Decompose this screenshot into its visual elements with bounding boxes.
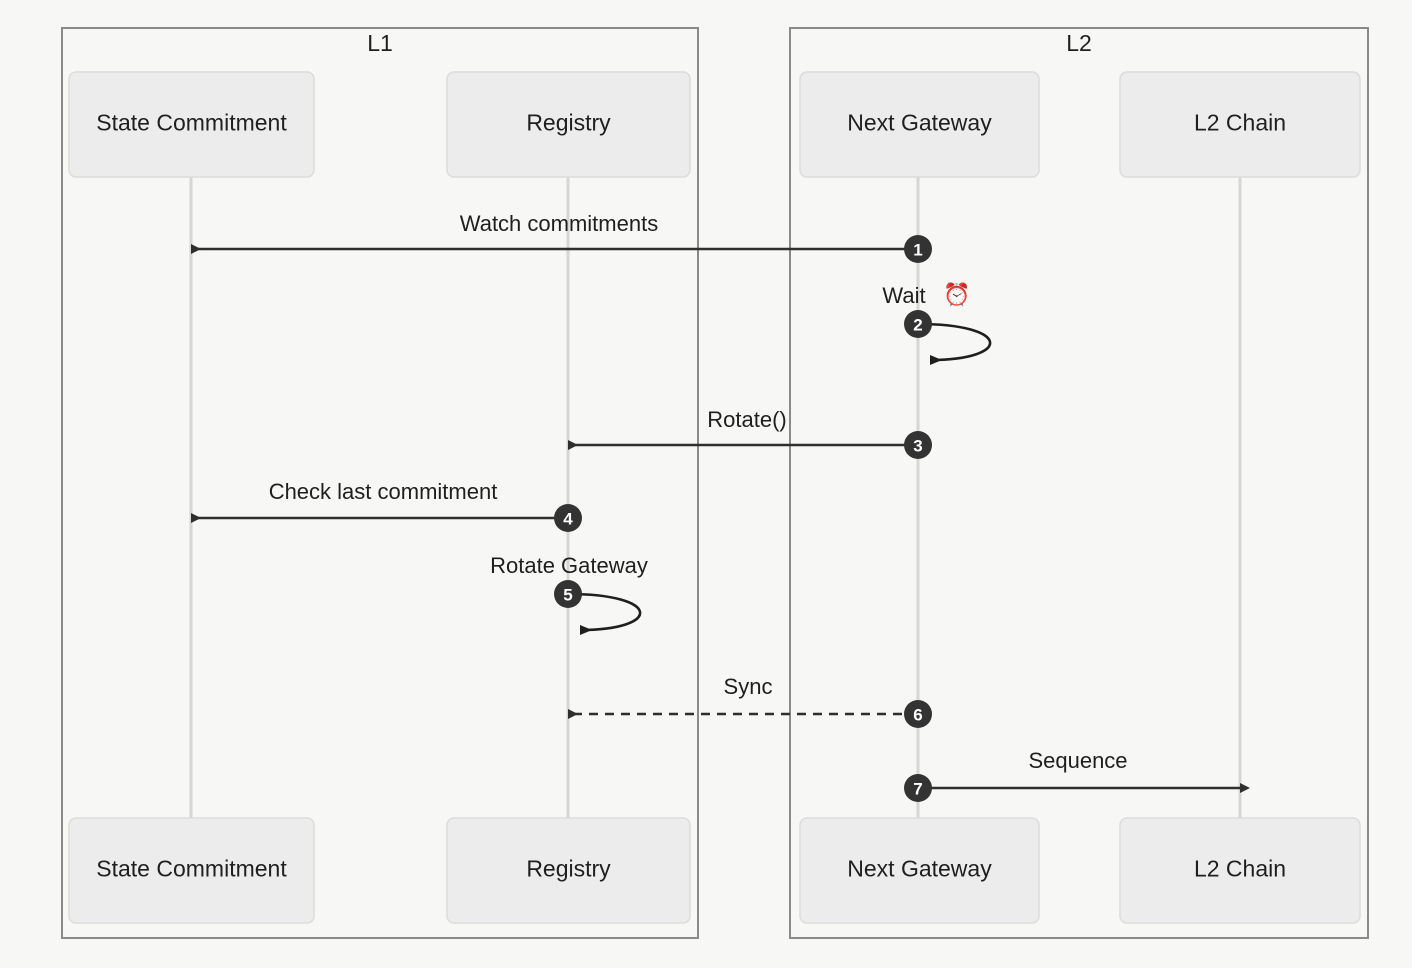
- actor-label-l2-chain-bottom: L2 Chain: [1194, 856, 1286, 882]
- actor-box-l2-chain-bottom[interactable]: [1119, 817, 1361, 924]
- sequence-marker-number-1: 1: [913, 241, 922, 260]
- sequence-marker-number-6: 6: [913, 706, 922, 725]
- actor-box-state-commitment-bottom[interactable]: [68, 817, 315, 924]
- sequence-marker-2[interactable]: [904, 310, 932, 338]
- sequence-marker-number-4: 4: [563, 510, 573, 529]
- actor-label-state-commitment-top: State Commitment: [96, 110, 287, 136]
- group-label-l2: L2: [1066, 30, 1092, 56]
- sequence-markers: 1 2 3 4 5 6 7: [554, 235, 932, 802]
- actor-box-registry-top[interactable]: [446, 71, 691, 178]
- message-label-5: Rotate Gateway: [490, 553, 648, 578]
- actor-box-registry-bottom[interactable]: [446, 817, 691, 924]
- message-loop-5: [567, 592, 642, 635]
- sequence-marker-number-2: 2: [913, 316, 922, 335]
- sequence-marker-4[interactable]: [554, 504, 582, 532]
- group-frames: L1 L2: [61, 27, 1369, 939]
- sequence-marker-number-7: 7: [913, 780, 922, 799]
- actor-box-l2-chain-top[interactable]: [1119, 71, 1361, 178]
- message-label-1: Watch commitments: [460, 211, 658, 236]
- sequence-marker-3[interactable]: [904, 431, 932, 459]
- message-label-2: Wait: [882, 283, 925, 308]
- sequence-marker-5[interactable]: [554, 580, 582, 608]
- sequence-marker-6[interactable]: [904, 700, 932, 728]
- actor-label-registry-bottom: Registry: [526, 856, 611, 882]
- sequence-marker-number-3: 3: [913, 437, 922, 456]
- message-label-4: Check last commitment: [269, 479, 498, 504]
- actor-label-registry-top: Registry: [526, 110, 611, 136]
- actor-box-state-commitment-top[interactable]: [68, 71, 315, 178]
- message-loop-2: [917, 322, 992, 365]
- message-label-7: Sequence: [1028, 748, 1127, 773]
- message-label-6: Sync: [724, 674, 773, 699]
- alarm-clock-icon: ⏰: [943, 281, 970, 308]
- group-label-l1: L1: [367, 30, 393, 56]
- actor-box-next-gateway-top[interactable]: [799, 71, 1040, 178]
- sequence-marker-7[interactable]: [904, 774, 932, 802]
- actor-label-l2-chain-top: L2 Chain: [1194, 110, 1286, 136]
- actor-label-next-gateway-bottom: Next Gateway: [847, 856, 992, 882]
- actor-box-next-gateway-bottom[interactable]: [799, 817, 1040, 924]
- sequence-marker-1[interactable]: [904, 235, 932, 263]
- message-label-3: Rotate(): [707, 407, 786, 432]
- group-frame-l1: [61, 27, 699, 939]
- actor-label-state-commitment-bottom: State Commitment: [96, 856, 287, 882]
- sequence-marker-number-5: 5: [563, 586, 572, 605]
- actor-label-next-gateway-top: Next Gateway: [847, 110, 992, 136]
- group-frame-l2: [789, 27, 1369, 939]
